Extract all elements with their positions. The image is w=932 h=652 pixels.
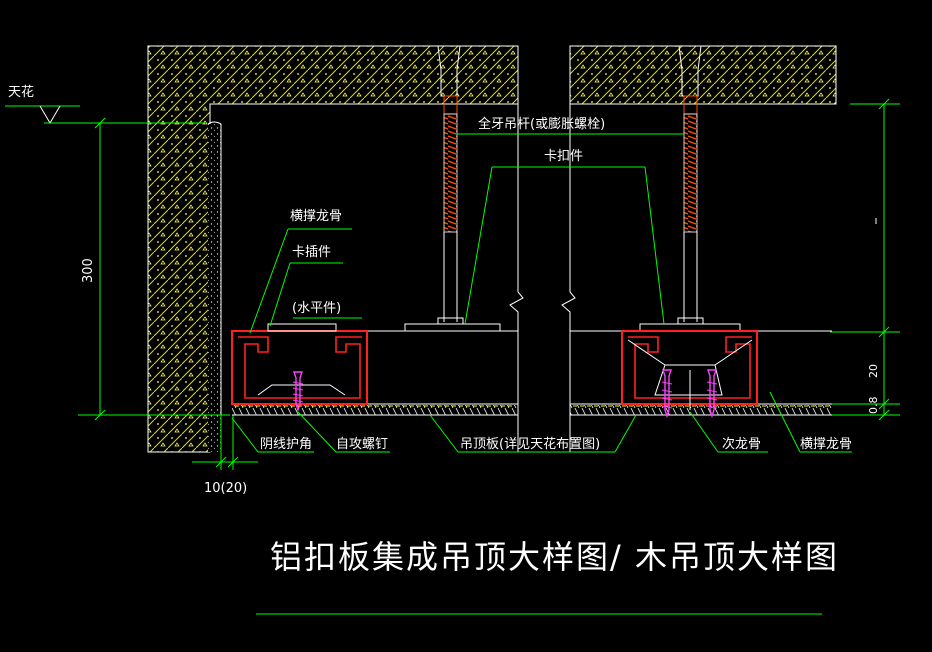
label-cross-keel-right: 横撑龙骨 bbox=[800, 437, 852, 452]
label-tapping-screw: 自攻螺钉 bbox=[336, 437, 388, 452]
dim-20-label: 20 bbox=[867, 364, 880, 378]
drawing-title: 铝扣板集成吊顶大样图/ 木吊顶大样图 bbox=[270, 538, 839, 576]
hanger-rod-right bbox=[639, 45, 741, 332]
dim-08-label: 0.8 bbox=[867, 397, 880, 415]
ceiling-panel bbox=[232, 405, 832, 416]
hanger-rod-left bbox=[404, 45, 501, 332]
label-secondary-keel: 次龙骨 bbox=[722, 436, 761, 452]
left-keel-profile bbox=[231, 323, 368, 405]
dim-gap-label: 10(20) bbox=[204, 481, 247, 496]
ceiling-level-marker bbox=[5, 105, 110, 124]
label-level-piece: (水平件) bbox=[292, 301, 341, 316]
label-corner-trim: 阴线护角 bbox=[260, 437, 312, 452]
label-clip: 卡扣件 bbox=[544, 149, 583, 164]
wall-plaster bbox=[207, 121, 222, 452]
ceiling-mark-label: 天花 bbox=[8, 84, 34, 100]
dim-300-label: 300 bbox=[81, 258, 96, 283]
screw-icon bbox=[292, 371, 304, 413]
label-snap-piece: 卡插件 bbox=[292, 245, 331, 260]
leader-lines bbox=[231, 133, 852, 615]
label-ceiling-panel: 吊顶板(详见天花布置图) bbox=[460, 436, 600, 452]
label-threaded-rod: 全牙吊杆(或膨胀螺栓) bbox=[478, 116, 605, 132]
dimension-300 bbox=[78, 117, 230, 421]
cross-keel-outline bbox=[232, 104, 832, 452]
dimension-gap bbox=[192, 415, 258, 470]
screw-icon bbox=[706, 369, 718, 419]
dimension-right bbox=[830, 98, 900, 421]
right-keel-profile bbox=[621, 330, 758, 410]
concrete-slab bbox=[147, 45, 837, 453]
label-cross-keel-left: 横撑龙骨 bbox=[290, 209, 342, 224]
screw-icon bbox=[661, 369, 673, 419]
